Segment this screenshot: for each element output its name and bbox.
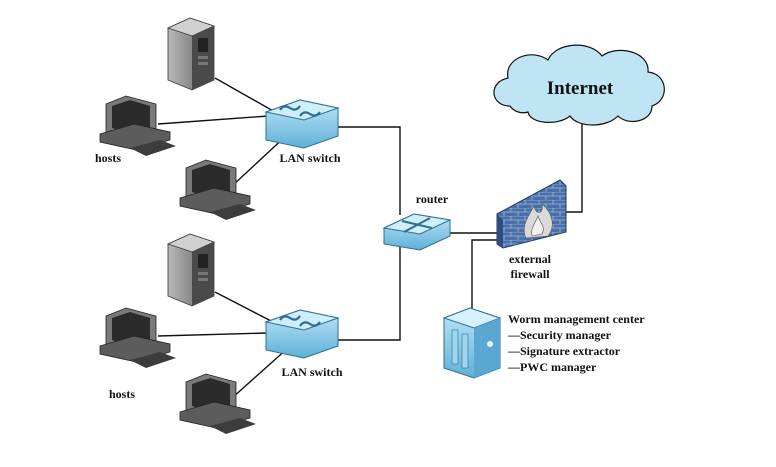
switch-top-label: LAN switch <box>279 151 340 165</box>
hosts-bottom-label: hosts <box>109 387 135 401</box>
switch-top-face <box>264 99 340 121</box>
internet-label: Internet <box>547 78 614 99</box>
lan-switch-bottom: LAN switch <box>264 309 343 379</box>
switch-top-face <box>264 309 340 331</box>
hosts-top-label: hosts <box>95 151 121 165</box>
wmc-title: Worm management center <box>508 312 645 326</box>
server-bottom <box>166 233 216 307</box>
link-firewall-internet <box>566 114 583 213</box>
wmc-item-1: —Security manager <box>507 328 612 342</box>
wmc-text: Worm management center —Security manager… <box>507 312 645 374</box>
firewall-label-line1: external <box>509 252 552 266</box>
switch-arrows-icon <box>279 105 321 117</box>
wmc-item-2: —Signature extractor <box>507 344 621 358</box>
link-host3-bottom-switch <box>157 332 269 337</box>
host-computer-2 <box>179 159 256 220</box>
link-host1-top-switch <box>157 115 269 125</box>
link-server-top-switch <box>214 77 276 113</box>
host-computer-3 <box>99 307 176 368</box>
fire-icon <box>523 203 553 239</box>
wmc-item-3: —PWC manager <box>507 360 597 374</box>
router-arrows-icon <box>401 217 433 233</box>
server-top <box>166 17 216 91</box>
firewall-side <box>497 214 503 248</box>
internet-cloud: Internet <box>493 44 665 126</box>
link-host4-bottom-switch <box>231 347 289 399</box>
host-computer-1 <box>99 95 176 156</box>
link-server-bottom-switch <box>214 291 276 324</box>
router-label: router <box>416 192 449 206</box>
connection-lines <box>157 77 583 399</box>
router: router <box>382 192 452 251</box>
worm-management-center-server <box>442 307 502 379</box>
firewall-label-line2: firewall <box>510 267 550 281</box>
host-computer-4 <box>179 373 256 434</box>
external-firewall: external firewall <box>496 179 567 281</box>
link-top-switch-router <box>336 126 401 215</box>
link-firewall-wmc <box>471 239 503 312</box>
cloud-shape <box>493 44 665 126</box>
switch-bottom-label: LAN switch <box>281 365 342 379</box>
lan-switch-top: LAN switch <box>264 99 341 165</box>
link-bottom-switch-router <box>336 240 401 341</box>
switch-arrows-icon <box>279 315 321 327</box>
